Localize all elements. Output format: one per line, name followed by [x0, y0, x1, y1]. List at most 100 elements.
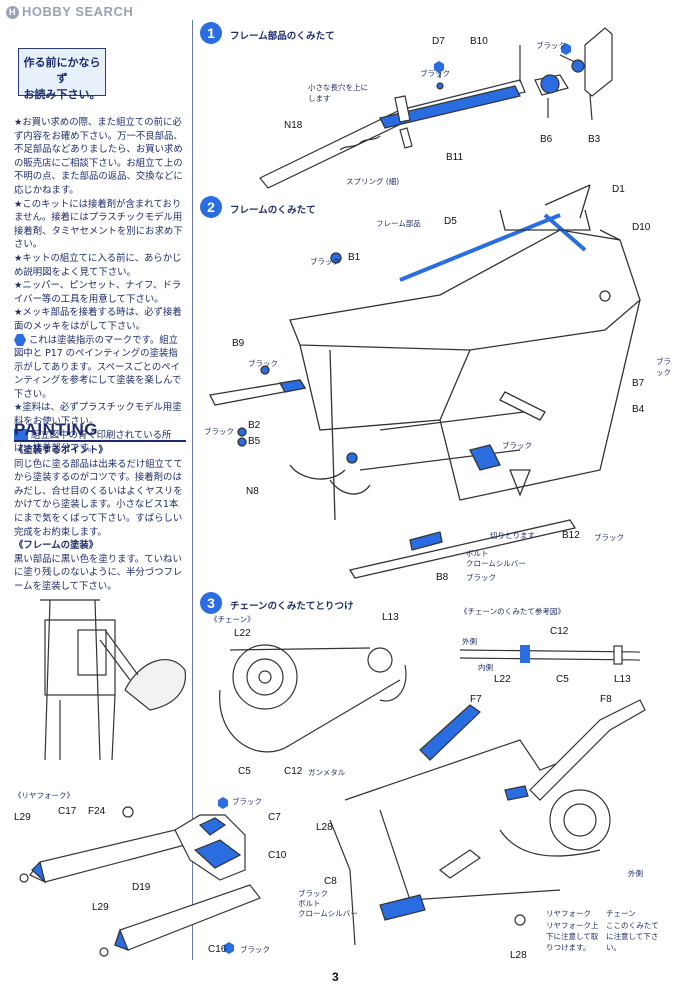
part-label: B3 [588, 134, 601, 145]
part-label: L29 [14, 812, 31, 823]
sign-line-1: 作る前にかならず [23, 56, 101, 85]
logo-text: HOBBY SEARCH [22, 4, 134, 19]
painting-point-heading: 《塗装するポイント》 [14, 445, 108, 456]
rear-fork-note: リヤフォーク上下に注意して取りつけます。 [546, 921, 599, 952]
paint-black-label: ブラック [298, 889, 328, 898]
part-label: B9 [232, 338, 245, 349]
note-item: ★キットの組立てに入る前に、あらかじめ説明図をよく見て下さい。 [14, 252, 182, 278]
painting-rule [14, 440, 186, 442]
step-title: フレームのくみたて [230, 205, 316, 216]
paint-mark-legend: これは塗装指示のマークです。組立図中と P17 のペインティングの塗装指示がして… [14, 334, 182, 400]
part-label: B8 [436, 572, 449, 583]
rear-fork-label: リヤフォーク [546, 909, 591, 918]
part-label: C5 [556, 674, 569, 685]
blue-swatch-icon [14, 429, 28, 442]
paint-black-label: ブラック [240, 945, 270, 954]
part-label: B7 [632, 378, 645, 389]
paint-black-label: ブラック [204, 427, 234, 436]
part-label: L22 [494, 674, 511, 685]
glue-legend: 組立図中の青く印刷されている所は、接着部分です。 [14, 429, 172, 455]
part-label: D5 [444, 216, 457, 227]
part-label: C16 [208, 944, 227, 955]
part-label: B4 [632, 404, 645, 415]
logo-badge-icon: H [6, 6, 19, 20]
paint-black-label: ブラック [310, 257, 340, 266]
part-label: N18 [284, 120, 303, 131]
read-first-sign: 作る前にかならず お読み下さい。 [18, 48, 106, 101]
step3-chain-drawing [219, 644, 641, 753]
outside-label: 外側 [628, 869, 643, 878]
outer-label: 外側 [462, 637, 477, 646]
note-item: ★メッキ部品を接着する時は、必ず接着面のメッキをはがして下さい。 [14, 307, 182, 332]
paint-black-label: ブラック [466, 573, 496, 582]
chrome-label: クロームシルバー [466, 559, 526, 568]
paint-black-label: ブラック [502, 441, 532, 450]
part-label: B5 [248, 436, 261, 447]
step1-drawing [259, 27, 613, 189]
part-label: C8 [324, 876, 337, 887]
column-divider [192, 20, 193, 960]
step-number: 2 [200, 196, 222, 218]
part-label: D1 [612, 184, 625, 195]
note-item: ★お買い求めの際、また組立ての前に必ず内容をお確め下さい。万一不良部品、不足部品… [14, 117, 183, 196]
part-label: L13 [614, 674, 631, 685]
chain-label: チェーン [606, 909, 636, 918]
part-label: C5 [238, 766, 251, 777]
step-number: 1 [200, 22, 222, 44]
paint-black-label: ブラック [594, 533, 624, 542]
bolt-label: ボルト [466, 549, 489, 558]
gunmetal-label: ガンメタル [308, 768, 346, 777]
painting-heading: PAINTING [14, 420, 98, 439]
cut-label: 切りとります [490, 531, 535, 540]
part-label: C12 [550, 626, 569, 637]
paint-black-label: ブラック [656, 357, 671, 377]
part-label: B2 [248, 420, 261, 431]
sign-line-2: お読み下さい。 [23, 88, 101, 101]
step-title: チェーンのくみたてとりつけ [230, 601, 354, 612]
part-label: L13 [382, 612, 399, 623]
part-label: F8 [600, 694, 612, 705]
chain-ref-subheading: 《チェーンのくみたて参考図》 [460, 607, 565, 616]
paint-black-label: ブラック [232, 797, 262, 806]
step3-assembly-drawing [329, 699, 646, 946]
part-label: B10 [470, 36, 488, 47]
part-label: C7 [268, 812, 281, 823]
part-label: D7 [432, 36, 445, 47]
part-label: C12 [284, 766, 303, 777]
painting-section: 《塗装するポイント》 同じ色に塗る部品は出来るだけ組立ててから塗装するのがコツで… [14, 444, 186, 594]
painting-illustration [40, 599, 187, 761]
part-label: N8 [246, 486, 259, 497]
part-label: L22 [234, 628, 251, 639]
paint-black-label: ブラック [420, 69, 450, 78]
instructions-notes: ★お買い求めの際、また組立ての前に必ず内容をお確め下さい。万一不良部品、不足部品… [14, 116, 186, 456]
spring-label: スプリング (細) [346, 177, 400, 186]
paint-black-label: ブラック [248, 359, 278, 368]
part-label: B12 [562, 530, 580, 541]
swingarm-drawing [19, 797, 261, 957]
part-label: L29 [92, 902, 109, 913]
part-label: C17 [58, 806, 77, 817]
part-label: L28 [316, 822, 333, 833]
step-number: 3 [200, 592, 222, 614]
step-title: フレーム部品のくみたて [230, 31, 335, 42]
swingarm-heading: 《リヤフォーク》 [14, 791, 74, 800]
frame-paint-heading: 《フレームの塗装》 [14, 540, 99, 552]
part-label: D19 [132, 882, 151, 893]
painting-point-text: 同じ色に塗る部品は出来るだけ組立ててから塗装するのがコツです。接着剤のはみだし、… [14, 458, 183, 538]
part-label: B6 [540, 134, 553, 145]
part-label: C10 [268, 850, 287, 861]
chain-subheading: 《チェーン》 [210, 615, 255, 624]
inner-label: 内側 [478, 663, 493, 672]
part-label: F24 [88, 806, 106, 817]
part-label: B11 [446, 152, 464, 163]
bolt-label: ボルト [298, 899, 321, 908]
note-item: ★ニッパー、ピンセット、ナイフ、ドライバー等の工具を用意して下さい。 [14, 280, 182, 305]
part-label: D10 [632, 222, 651, 233]
paint-black-label: ブラック [536, 41, 566, 50]
note-item: ★塗料は、必ずプラスチックモデル用塗料をお使い下さい。 [14, 402, 182, 428]
part-label: B1 [348, 252, 361, 263]
step1-note: 小さな長穴を上にします [308, 83, 368, 103]
chain-note: ここのくみたてに注意して下さい。 [606, 921, 659, 952]
